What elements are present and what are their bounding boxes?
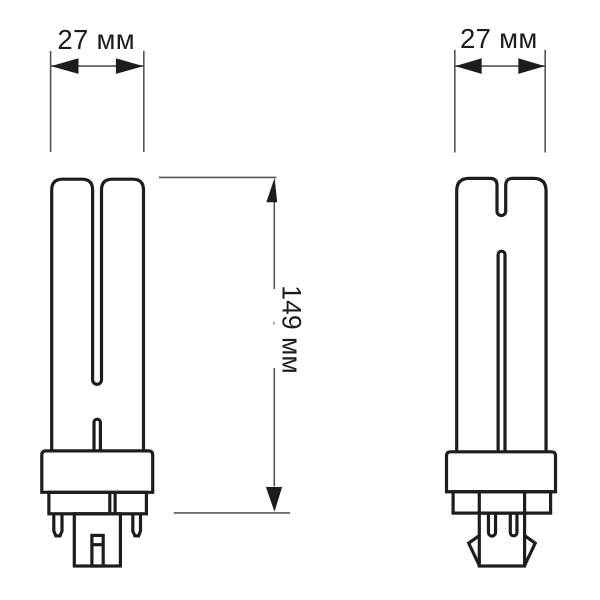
svg-text:27 мм: 27 мм — [460, 23, 538, 54]
svg-text:149 мм: 149 мм — [276, 285, 306, 373]
svg-text:27 мм: 27 мм — [57, 24, 135, 55]
